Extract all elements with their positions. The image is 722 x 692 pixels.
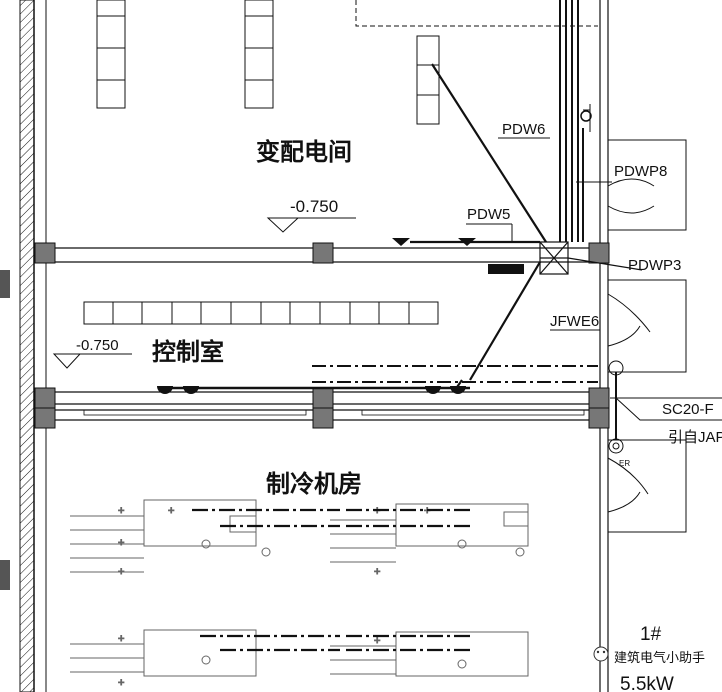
elevation-symbol-substation [266, 217, 356, 233]
watermark: 建筑电气小助手 [593, 646, 705, 666]
chiller-unit-1: + + + + [70, 499, 271, 579]
cable-label-sc20: SC20-F [662, 401, 714, 418]
watermark-text: 建筑电气小助手 [614, 650, 705, 666]
cable-runs [158, 63, 643, 391]
svg-text:+: + [118, 677, 124, 689]
label-leaders [466, 137, 600, 331]
dashdot-lines-control [312, 365, 598, 383]
equipment-power: 5.5kW [620, 674, 674, 692]
chiller-unit-4: + [330, 631, 529, 677]
cable-bundle-vertical [559, 0, 592, 242]
chiller-unit-2: + + + [330, 503, 529, 579]
room-label-control-room: 控制室 [152, 338, 224, 366]
cable-label-pdwp8: PDWP8 [614, 163, 667, 180]
elevation-label-substation: -0.750 [290, 197, 338, 216]
cable-label-jfwe6: JFWE6 [550, 313, 599, 330]
cable-label-source: 引自JAP [668, 429, 722, 446]
er-mark: ER [619, 459, 630, 468]
equipment-number: 1# [640, 624, 662, 645]
svg-text:+: + [374, 635, 380, 647]
svg-text:+: + [118, 537, 124, 549]
dashdot-lines-chiller [192, 508, 470, 652]
elevation-label-control: -0.750 [76, 337, 119, 354]
svg-text:+: + [374, 566, 380, 578]
cable-junction-box [539, 241, 569, 275]
svg-text:+: + [168, 505, 174, 517]
cable-tray-control [83, 301, 439, 325]
dashed-boundary [355, 0, 598, 27]
structural-columns [34, 242, 610, 429]
right-exterior-wall [599, 0, 609, 692]
room-label-substation: 变配电间 [256, 138, 352, 166]
svg-text:+: + [118, 633, 124, 645]
cable-label-pdw6: PDW6 [502, 121, 545, 138]
svg-text:+: + [118, 505, 124, 517]
left-exterior-wall [0, 0, 47, 692]
chiller-unit-3: + + [70, 629, 257, 690]
lamp-icons [157, 238, 524, 394]
cable-label-pdwp3: PDWP3 [628, 257, 681, 274]
switchgear-cabinets [96, 0, 440, 125]
cable-label-pdw5: PDW5 [467, 206, 510, 223]
elevation-symbol-control [52, 353, 132, 369]
room-label-chiller-room: 制冷机房 [266, 470, 362, 498]
right-door-openings [607, 139, 722, 533]
svg-text:+: + [118, 566, 124, 578]
